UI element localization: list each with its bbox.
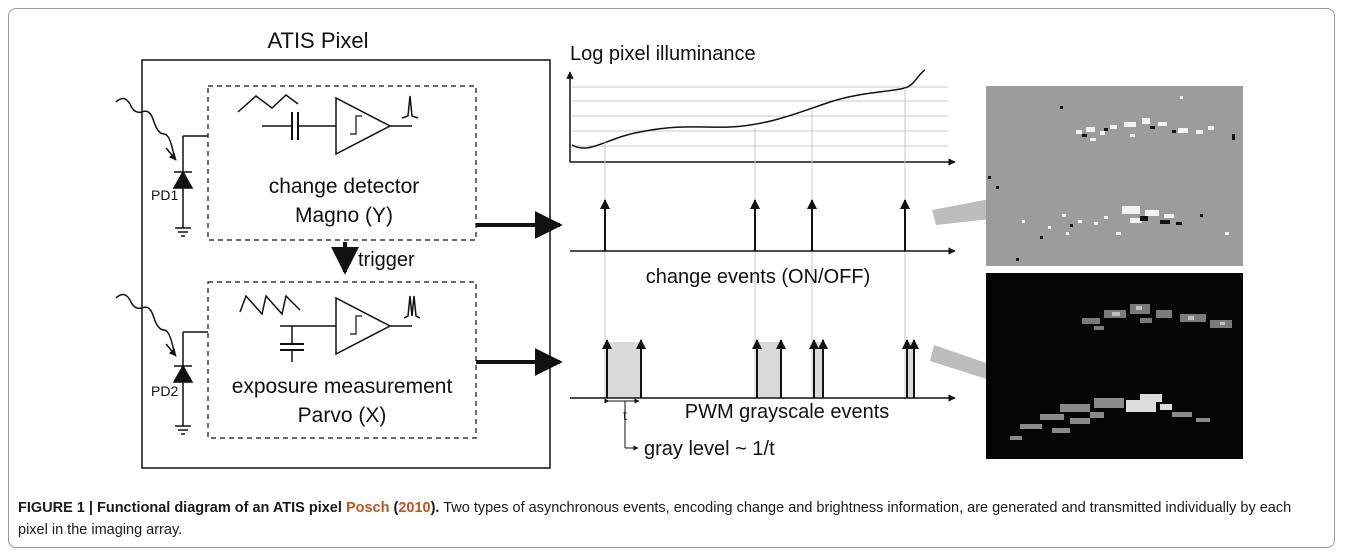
pwm-intervals [607, 342, 913, 398]
citation-link[interactable]: Posch [345, 500, 390, 516]
pixel-title: ATIS Pixel [267, 28, 368, 53]
illuminance-label: Log pixel illuminance [570, 43, 756, 65]
figure-frame [8, 8, 1335, 548]
t-label: t [623, 407, 627, 423]
citation-year-link[interactable]: 2010 [398, 500, 431, 516]
magno-label: Magno (Y) [295, 204, 393, 227]
pd2-label: PD2 [151, 383, 178, 399]
change-detector-circuit [237, 94, 419, 156]
illuminance-threshold-lines [572, 86, 948, 147]
pwm-event-spikes [602, 339, 919, 398]
figure-caption: FIGURE 1 | Functional diagram of an ATIS… [18, 497, 1318, 541]
caption-body: Two types of asynchronous events, encodi… [18, 500, 1292, 538]
change-events-label: change events (ON/OFF) [646, 266, 871, 288]
photodiode-2 [115, 293, 208, 435]
t-interval-marker [604, 398, 640, 451]
exposure-label: exposure measurement [232, 375, 453, 398]
illuminance-curve [571, 69, 926, 149]
change-event-spikes [600, 199, 910, 251]
grayscale-image [986, 273, 1243, 459]
pixel-box [141, 59, 551, 469]
trigger-label: trigger [358, 249, 415, 271]
change-event-image [986, 86, 1243, 266]
pwm-label: PWM grayscale events [685, 401, 890, 423]
change-detector-block [207, 85, 477, 241]
exposure-circuit [239, 294, 421, 362]
pd1-label: PD1 [151, 187, 178, 203]
caption-head: FIGURE 1 | Functional diagram of an ATIS… [18, 500, 440, 516]
change-detector-label: change detector [269, 175, 420, 198]
gray-level-label: gray level ~ 1/t [644, 438, 775, 460]
parvo-label: Parvo (X) [298, 404, 387, 427]
photodiode-1 [115, 97, 208, 237]
